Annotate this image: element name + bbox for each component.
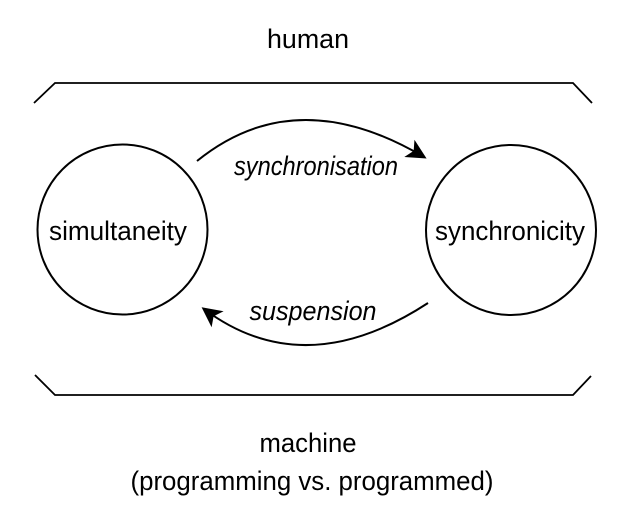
machine-domain-note: (programming vs. programmed) [131, 466, 494, 496]
synchronisation-arrow [196, 119, 427, 162]
simultaneity-node-label: simultaneity [49, 216, 187, 246]
machine-bracket [34, 374, 592, 396]
suspension-arrow-label: suspension [250, 296, 377, 326]
simultaneity-node-circle [36, 143, 209, 316]
human-domain-label: human [267, 24, 349, 54]
synchronicity-node-circle [425, 144, 597, 316]
synchronisation-arrow-label: synchronisation [234, 151, 398, 181]
suspension-arrow [201, 302, 429, 347]
synchronicity-node-label: synchronicity [435, 216, 585, 246]
human-bracket [33, 82, 593, 104]
machine-domain-label: machine [260, 428, 357, 458]
